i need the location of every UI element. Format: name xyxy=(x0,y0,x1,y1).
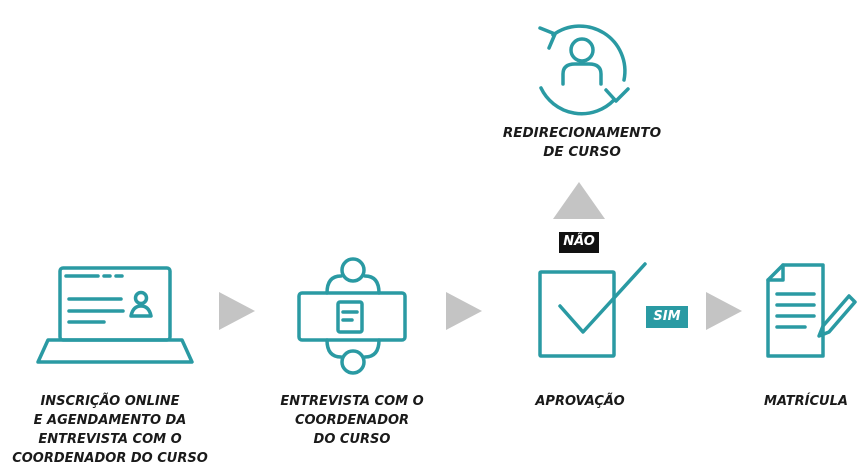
yes-badge-bg xyxy=(646,306,688,328)
flow-arrow-up xyxy=(553,182,605,219)
yes-badge: SIM xyxy=(653,309,681,324)
user-refresh-icon xyxy=(538,24,630,116)
step-label-registration: INSCRIÇÃO ONLINE E AGENDAMENTO DA ENTREV… xyxy=(12,394,208,466)
flow-arrow-1 xyxy=(219,292,255,330)
no-badge: NÃO xyxy=(563,234,595,249)
checkbox-check-icon xyxy=(538,262,647,358)
redirect-label: REDIRECIONAMENTO DE CURSO xyxy=(502,125,662,160)
laptop-profile-icon xyxy=(36,266,194,364)
step-label-interview: ENTREVISTA COM O COORDENADOR DO CURSO xyxy=(280,394,424,447)
no-badge-bg xyxy=(559,232,599,253)
flow-arrow-2 xyxy=(446,292,482,330)
step-label-approval: APROVAÇÃO xyxy=(535,394,625,409)
document-pen-icon xyxy=(766,263,857,358)
flow-arrow-3 xyxy=(706,292,742,330)
meeting-table-icon xyxy=(297,257,407,375)
step-label-enrollment: MATRÍCULA xyxy=(764,394,848,409)
